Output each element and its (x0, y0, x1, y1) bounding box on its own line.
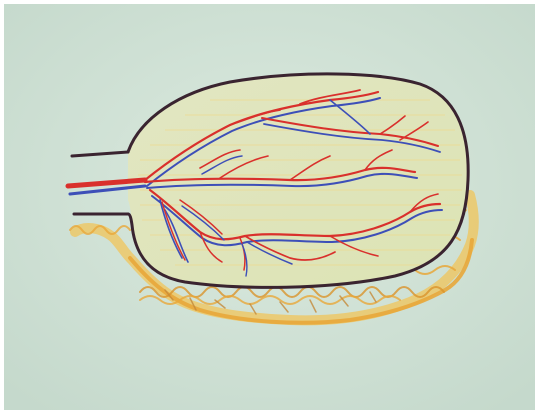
drawing-canvas (0, 0, 539, 414)
photo-frame (0, 0, 539, 414)
